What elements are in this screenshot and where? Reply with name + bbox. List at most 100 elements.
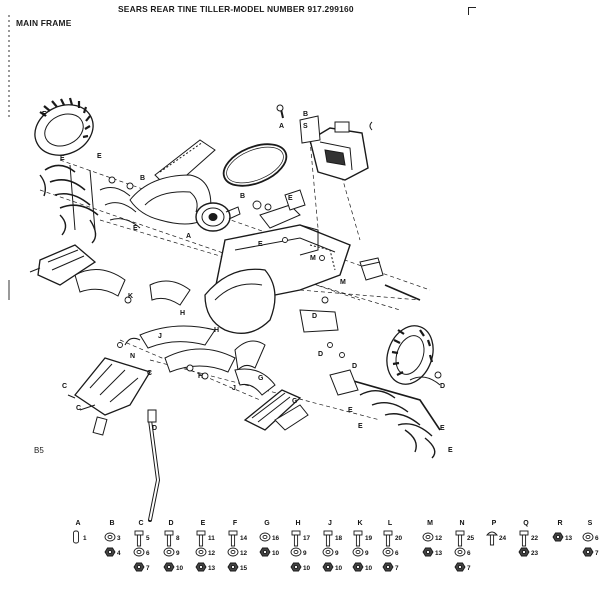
nut-icon — [195, 562, 207, 572]
legend-letter: M — [427, 520, 433, 527]
legend-part-number: 11 — [208, 535, 215, 542]
callout-m: M — [310, 255, 316, 262]
page-title: SEARS REAR TINE TILLER-MODEL NUMBER 917.… — [118, 4, 354, 14]
legend-part-number: 14 — [240, 535, 248, 542]
callout-d: D — [352, 363, 357, 370]
callout-a: A — [186, 233, 191, 240]
callout-f: E — [348, 407, 353, 414]
legend-part-number: 17 — [303, 535, 311, 542]
legend-part-number: 9 — [335, 550, 339, 557]
nut-icon — [454, 562, 466, 572]
bolt-icon — [353, 530, 363, 547]
deflector-flap — [67, 357, 151, 416]
callout-d: D — [318, 351, 323, 358]
belt-guard — [129, 139, 216, 225]
legend-part-number: 10 — [272, 550, 280, 557]
legend-part-number: 6 — [595, 535, 599, 542]
v-belt — [222, 143, 288, 187]
page-number: B5 — [34, 446, 44, 455]
bolt-icon — [291, 530, 301, 547]
callout-m: M — [340, 279, 346, 286]
legend-part-number: 22 — [531, 535, 539, 542]
corner-mark-icon — [468, 7, 476, 15]
legend-part-number: 15 — [240, 565, 248, 572]
legend-part-number: 7 — [395, 565, 399, 572]
washer-icon — [352, 547, 364, 557]
callout-e: D — [440, 383, 445, 390]
callout-j: J — [232, 385, 236, 392]
legend-part-number: 7 — [467, 565, 471, 572]
legend-part-number: 12 — [435, 535, 443, 542]
left-tines — [39, 164, 141, 244]
legend-part-number: 16 — [272, 535, 280, 542]
callout-n: N — [130, 353, 135, 360]
legend-part-number: 18 — [335, 535, 343, 542]
nut-icon — [422, 547, 434, 557]
bolt-icon — [455, 530, 465, 547]
legend-part-number: 6 — [395, 550, 399, 557]
fastener-marks — [108, 176, 442, 380]
legend-part-number: 9 — [303, 550, 307, 557]
bolt-icon — [383, 530, 393, 547]
legend-letter: G — [264, 520, 270, 527]
callout-f: E — [97, 153, 102, 160]
legend-part-number: 10 — [335, 565, 343, 572]
legend-letter: P — [492, 520, 497, 527]
legend-part-number: 3 — [117, 535, 121, 542]
nut-icon — [352, 562, 364, 572]
legend-part-number: 13 — [435, 550, 443, 557]
legend-part-number: 13 — [565, 535, 573, 542]
callout-h: H — [198, 373, 203, 380]
legend-letter: Q — [523, 520, 529, 527]
callout-f: E — [258, 241, 263, 248]
nut-icon — [582, 547, 594, 557]
pin-icon — [73, 530, 79, 544]
legend-letter: E — [201, 520, 206, 527]
legend-part-number: 24 — [499, 535, 507, 542]
nut-icon — [290, 562, 302, 572]
legend-part-number: 20 — [395, 535, 403, 542]
tine-shields — [124, 325, 276, 396]
legend-part-number: 7 — [146, 565, 150, 572]
legend-part-number: 13 — [208, 565, 216, 572]
legend-part-number: 6 — [146, 550, 150, 557]
nut-icon — [259, 547, 271, 557]
v-belt-inner — [226, 146, 284, 184]
pulley — [195, 202, 241, 232]
washer-icon — [133, 547, 145, 557]
washer-icon — [290, 547, 302, 557]
nut-icon — [518, 547, 530, 557]
legend-part-number: 1 — [83, 535, 87, 542]
callout-c: C — [62, 383, 67, 390]
callout-a: A — [279, 123, 284, 130]
carriage-icon — [486, 531, 498, 546]
callout-k: K — [128, 293, 133, 300]
legend-group-p: P 24 — [486, 520, 507, 546]
bolt-icon — [134, 530, 144, 547]
right-wheel-tire — [386, 325, 434, 385]
tine-hood — [74, 268, 276, 334]
legend-part-number: 5 — [146, 535, 150, 542]
legend-letter: S — [588, 520, 593, 527]
hitch-bracket — [299, 257, 421, 333]
legend-part-number: 4 — [117, 550, 121, 557]
callout-f: E — [448, 447, 453, 454]
callout-b: B — [140, 175, 145, 182]
legend-part-number: 10 — [303, 565, 311, 572]
nut-icon — [322, 562, 334, 572]
callout-c: C — [147, 370, 152, 377]
hardware-legend: A1B34C567D8910E111213F141215G1610H17910J… — [73, 520, 599, 572]
callout-g: G — [258, 375, 264, 382]
bolt-icon — [196, 530, 206, 547]
legend-letter: K — [357, 520, 362, 527]
washer-icon — [454, 547, 466, 557]
legend-letter: A — [75, 520, 80, 527]
legend-part-number: 6 — [467, 550, 471, 557]
callout-s: S — [303, 123, 308, 130]
